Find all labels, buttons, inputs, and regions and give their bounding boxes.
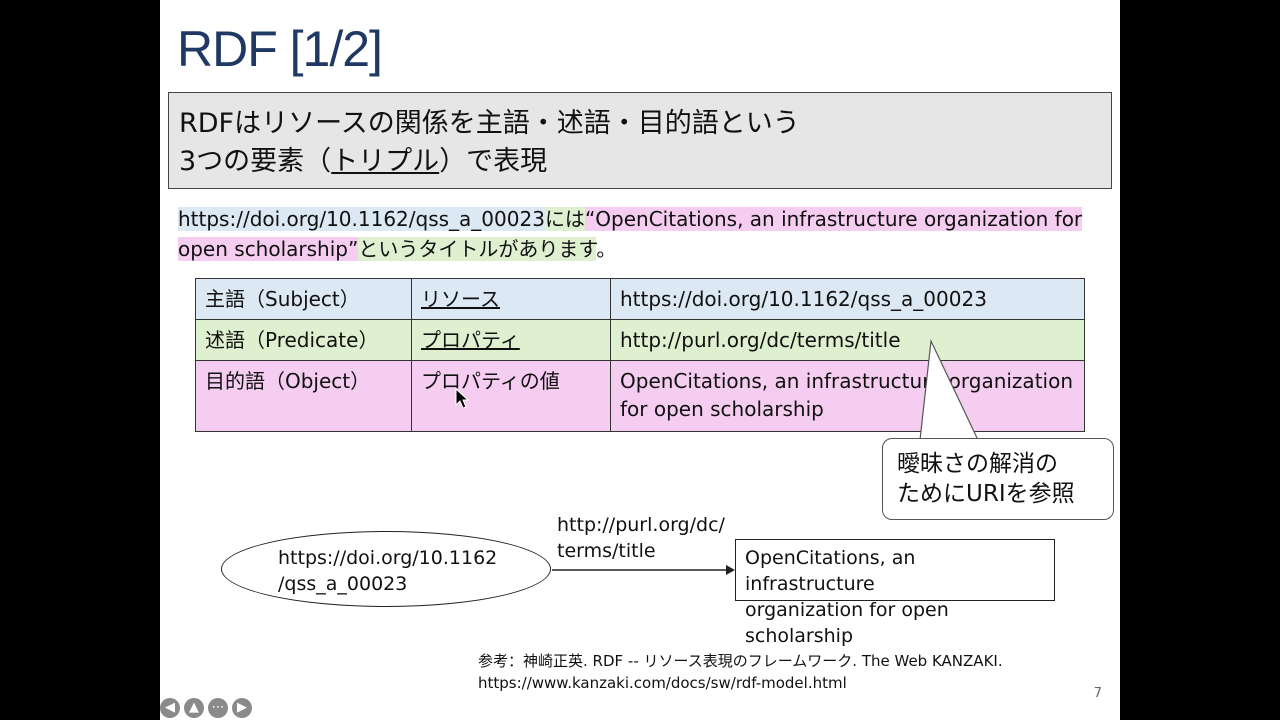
sentence-period: 。 — [596, 237, 617, 261]
diagram-edge-line-2: terms/title — [557, 540, 656, 562]
table-cell-value: OpenCitations, an infrastructure organiz… — [610, 360, 1085, 432]
reference-url[interactable]: https://www.kanzaki.com/docs/sw/rdf-mode… — [478, 674, 847, 692]
summary-line-1: RDFはリソースの関係を主語・述語・目的語という — [179, 108, 800, 139]
diagram-subject-line-1: https://doi.org/10.1162 — [278, 547, 498, 569]
callout-box: 曖昧さの解消の ためにURIを参照 — [882, 438, 1114, 520]
table-cell-kind: プロパティ — [421, 328, 520, 352]
example-sentence: https://doi.org/10.1162/qss_a_00023には“Op… — [178, 204, 1098, 264]
sentence-particle: には — [544, 207, 585, 231]
diagram-arrow — [552, 565, 735, 575]
summary-line-2-pre: 3つの要素（ — [179, 146, 332, 177]
arrow-left-icon[interactable]: ◀ — [160, 698, 180, 718]
reference-line-1: 参考：神崎正英. RDF -- リソース表現のフレームワーク. The Web … — [478, 652, 1003, 670]
callout-line-2: ためにURIを参照 — [897, 481, 1075, 507]
slideshow-nav: ◀ ▲ ⋯ ▶ — [160, 698, 252, 718]
triple-table: 主語（Subject） リソース https://doi.org/10.1162… — [195, 278, 1085, 432]
page-number: 7 — [1093, 686, 1102, 701]
table-row: 述語（Predicate） プロパティ http://purl.org/dc/t… — [195, 319, 1085, 361]
sentence-subject: https://doi.org/10.1162/qss_a_00023 — [178, 207, 545, 231]
diagram-edge-line-1: http://purl.org/dc/ — [557, 514, 725, 536]
arrow-right-icon[interactable]: ▶ — [232, 698, 252, 718]
table-cell-value: http://purl.org/dc/terms/title — [610, 319, 1085, 361]
callout-line-1: 曖昧さの解消の — [897, 451, 1058, 477]
slide-title: RDF [1/2] — [177, 21, 383, 77]
table-row: 目的語（Object） プロパティの値 OpenCitations, an in… — [195, 360, 1085, 432]
slide: RDF [1/2] RDFはリソースの関係を主語・述語・目的語という 3つの要素… — [160, 0, 1120, 720]
diagram-subject-node — [221, 531, 551, 607]
table-cell-value: https://doi.org/10.1162/qss_a_00023 — [610, 278, 1085, 320]
diagram-object-line-1: OpenCitations, an infrastructure — [745, 547, 916, 595]
table-cell-kind: リソース — [421, 287, 500, 311]
summary-line-2-post: ）で表現 — [439, 146, 548, 177]
summary-triple-term: トリプル — [331, 146, 440, 177]
table-cell-role: 主語（Subject） — [195, 278, 412, 320]
table-cell-kind: プロパティの値 — [411, 360, 611, 432]
diagram-object-line-2: organization for open scholarship — [745, 599, 949, 647]
sentence-predicate: というタイトルがあります — [358, 237, 597, 261]
pen-icon[interactable]: ▲ — [184, 698, 204, 718]
summary-box: RDFはリソースの関係を主語・述語・目的語という 3つの要素（トリプル）で表現 — [168, 92, 1112, 189]
summary-line-2: 3つの要素（トリプル）で表現 — [179, 143, 1101, 181]
table-cell-role: 述語（Predicate） — [195, 319, 412, 361]
reference: 参考：神崎正英. RDF -- リソース表現のフレームワーク. The Web … — [478, 650, 1003, 694]
diagram-subject-line-2: /qss_a_00023 — [278, 573, 408, 595]
diagram-object-node: OpenCitations, an infrastructure organiz… — [735, 539, 1055, 647]
table-row: 主語（Subject） リソース https://doi.org/10.1162… — [195, 278, 1085, 320]
ellipsis-icon[interactable]: ⋯ — [208, 698, 228, 718]
mouse-cursor-icon — [455, 388, 469, 409]
diagram-edge-label: http://purl.org/dc/ terms/title — [557, 512, 725, 564]
diagram-subject-label: https://doi.org/10.1162 /qss_a_00023 — [278, 545, 497, 597]
table-cell-role: 目的語（Object） — [195, 360, 412, 432]
